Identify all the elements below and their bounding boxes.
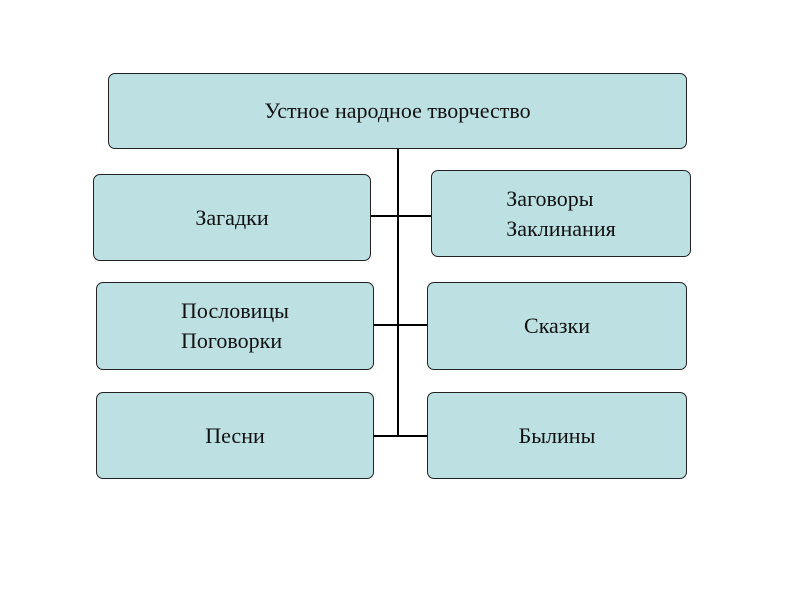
trunk-connector [397, 148, 399, 437]
connector-row-2 [373, 324, 427, 326]
node-skazki: Сказки [427, 282, 687, 370]
connector-row-3 [373, 435, 427, 437]
node-byliny: Былины [427, 392, 687, 479]
node-label: Сказки [524, 313, 590, 338]
node-pesni: Песни [96, 392, 374, 479]
node-label-line: Поговорки [181, 328, 283, 353]
node-label: Былины [518, 422, 596, 448]
node-label: Загадки [195, 204, 269, 230]
node-label-line: Заговоры [506, 185, 594, 211]
node-label-line: Пословицы [181, 298, 289, 323]
root-node: Устное народное творчество [108, 73, 687, 149]
node-label-line: Заклинания [506, 215, 616, 241]
root-label: Устное народное творчество [264, 98, 531, 123]
connector-row-1 [370, 215, 431, 217]
node-poslovitsy: Пословицы Поговорки [96, 282, 374, 370]
node-zagovory: Заговоры Заклинания [431, 170, 691, 257]
node-zagadki: Загадки [93, 174, 371, 261]
node-label: Песни [205, 422, 265, 448]
node-label-group: Пословицы Поговорки [181, 296, 289, 356]
node-label-group: Заговоры Заклинания [506, 184, 615, 244]
